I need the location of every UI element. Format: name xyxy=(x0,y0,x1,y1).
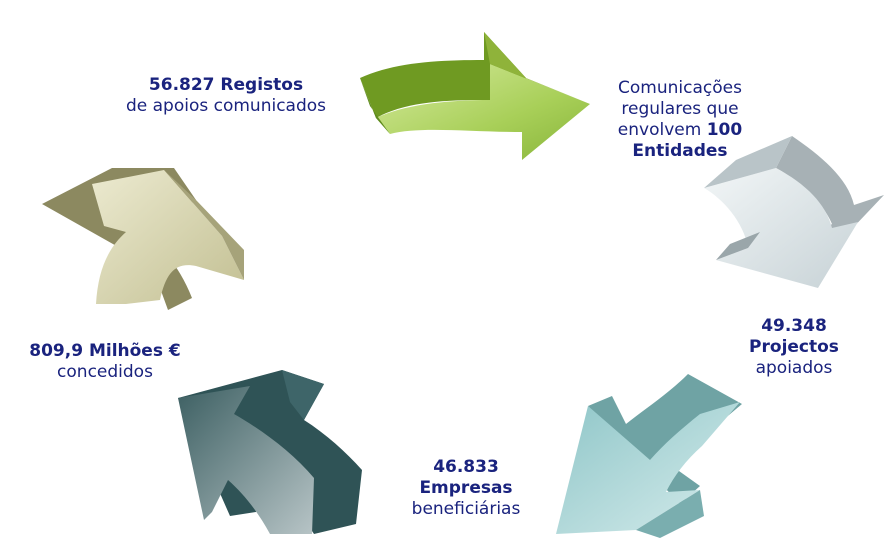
arrow-right-lightgray xyxy=(704,136,884,288)
comunicacoes-text: Comunicações regulares que envolvem xyxy=(617,78,742,140)
empresas-number: 46.833 xyxy=(433,457,499,477)
empresas-label: Empresas xyxy=(419,478,513,498)
label-projectos: 49.348 Projectos apoiados xyxy=(724,316,864,379)
milhoes-text: concedidos xyxy=(57,362,153,382)
projectos-label: Projectos xyxy=(749,337,839,357)
registos-value: 56.827 Registos xyxy=(148,75,304,95)
label-milhoes: 809,9 Milhões € concedidos xyxy=(0,341,210,383)
label-comunicacoes: Comunicações regulares que envolvem 100 … xyxy=(580,78,780,162)
projectos-number: 49.348 xyxy=(761,316,827,336)
arrow-bottom-left-dark xyxy=(178,370,362,534)
label-empresas: 46.833 Empresas beneficiárias xyxy=(366,457,566,520)
registos-text: de apoios comunicados xyxy=(125,96,327,116)
arrow-left-beige xyxy=(42,168,244,310)
milhoes-value: 809,9 Milhões € xyxy=(29,341,181,361)
empresas-text: beneficiárias xyxy=(411,499,521,519)
projectos-text: apoiados xyxy=(755,358,833,378)
arrow-bottom-right-teal xyxy=(556,374,742,538)
arrow-top-green xyxy=(360,32,590,160)
comunicacoes-value: 100 Entidades xyxy=(632,120,743,161)
label-registos: 56.827 Registos de apoios comunicados xyxy=(116,75,336,117)
